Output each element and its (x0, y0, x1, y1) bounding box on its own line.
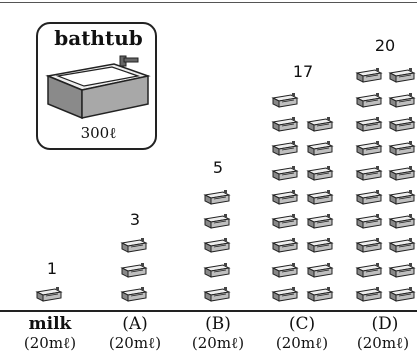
milk-carton-icon (355, 214, 383, 229)
milk-carton-icon (388, 238, 416, 254)
count-d: 20 (374, 36, 396, 55)
bathtub-icon (45, 55, 151, 120)
milk-carton-icon (306, 214, 334, 229)
capacity-a: (20mℓ) (108, 334, 162, 352)
milk-carton-icon (271, 238, 299, 254)
milk-carton-icon (388, 116, 416, 132)
milk-carton-icon (35, 287, 63, 302)
label-d: (D) (371, 314, 399, 334)
bathtub-title: bathtub (54, 26, 143, 50)
milk-carton-icon (388, 92, 416, 108)
milk-carton-icon (120, 262, 148, 278)
milk-carton-icon (271, 141, 299, 156)
milk-carton-icon (388, 214, 416, 229)
milk-carton-icon (203, 287, 231, 302)
milk-carton-icon (355, 92, 383, 108)
capacity-d: (20mℓ) (356, 334, 410, 352)
milk-carton-icon (203, 238, 231, 254)
label-a: (A) (122, 314, 148, 334)
milk-carton-icon (388, 68, 416, 84)
milk-carton-icon (388, 262, 416, 278)
milk-carton-icon (355, 116, 383, 132)
milk-carton-icon (306, 287, 334, 302)
label-milk: milk (28, 314, 72, 334)
milk-carton-icon (355, 68, 383, 84)
milk-carton-icon (203, 262, 231, 278)
milk-carton-icon (271, 165, 299, 181)
milk-carton-icon (355, 238, 383, 254)
milk-carton-icon (306, 238, 334, 254)
milk-carton-icon (388, 165, 416, 181)
milk-carton-icon (271, 189, 299, 205)
capacity-c: (20mℓ) (275, 334, 329, 352)
milk-carton-icon (355, 141, 383, 156)
milk-carton-icon (306, 165, 334, 181)
milk-carton-icon (203, 189, 231, 205)
milk-carton-icon (306, 189, 334, 205)
milk-carton-icon (306, 116, 334, 132)
label-c: (C) (288, 314, 316, 334)
milk-carton-icon (355, 165, 383, 181)
baseline (0, 310, 417, 312)
milk-carton-icon (355, 189, 383, 205)
label-b: (B) (205, 314, 231, 334)
milk-carton-icon (355, 262, 383, 278)
milk-carton-icon (271, 262, 299, 278)
bathtub-capacity: 300ℓ (80, 124, 117, 142)
milk-carton-icon (306, 262, 334, 278)
milk-carton-icon (120, 238, 148, 254)
milk-carton-icon (355, 287, 383, 302)
milk-carton-icon (120, 287, 148, 302)
capacity-b: (20mℓ) (191, 334, 245, 352)
milk-carton-icon (203, 214, 231, 229)
milk-carton-icon (271, 214, 299, 229)
capacity-milk: (20mℓ) (23, 334, 77, 352)
count-c: 17 (292, 62, 314, 81)
milk-carton-icon (271, 287, 299, 302)
milk-carton-icon (271, 92, 299, 108)
bathtub-panel: bathtub 300ℓ (36, 22, 157, 150)
top-border (0, 2, 417, 3)
milk-carton-icon (388, 141, 416, 156)
milk-carton-icon (388, 287, 416, 302)
milk-carton-icon (388, 189, 416, 205)
milk-carton-icon (271, 116, 299, 132)
count-milk: 1 (46, 259, 58, 278)
count-b: 5 (212, 158, 224, 177)
milk-carton-icon (306, 141, 334, 156)
count-a: 3 (129, 210, 141, 229)
